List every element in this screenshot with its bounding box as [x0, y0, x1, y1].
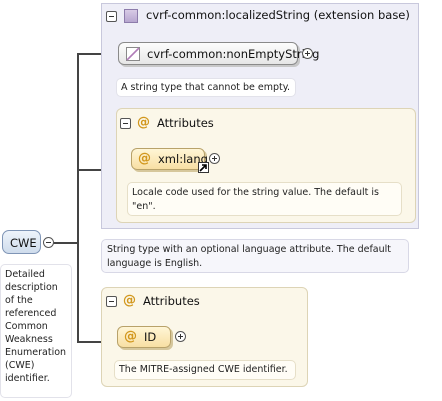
collapse-extension-button[interactable] — [106, 11, 117, 22]
id-attribute-name: ID — [144, 330, 157, 344]
connector-attributes — [77, 341, 119, 343]
attribute-icon: @ — [124, 329, 137, 344]
connector-ext-attributes — [77, 169, 119, 171]
xml-lang-name: xml:lang — [158, 152, 208, 166]
extension-description: String type with an optional language at… — [101, 239, 409, 273]
simple-type-icon — [126, 47, 140, 61]
base-type-name: cvrf-common:nonEmptyString — [147, 47, 320, 61]
attribute-icon: @ — [138, 151, 151, 166]
complex-type-icon — [124, 9, 138, 23]
arrow-icon — [199, 164, 207, 172]
base-type-description: A string type that cannot be empty. — [116, 78, 296, 97]
id-attribute[interactable]: @ ID — [117, 326, 171, 348]
external-link-icon[interactable] — [198, 162, 209, 173]
id-description: The MITRE-assigned CWE identifier. — [114, 360, 296, 380]
connector-trunk — [77, 53, 79, 343]
ext-attributes-label: Attributes — [157, 116, 214, 130]
attributes-icon: @ — [123, 293, 136, 308]
cwe-element-name: CWE — [10, 236, 37, 250]
collapse-ext-attributes-button[interactable] — [120, 118, 131, 129]
connector-root — [52, 242, 78, 244]
xml-lang-attribute[interactable]: @ xml:lang — [131, 148, 208, 170]
cwe-element[interactable]: CWE — [2, 230, 41, 254]
expand-xml-lang-button[interactable] — [209, 153, 220, 164]
expand-id-button[interactable] — [175, 331, 186, 342]
attributes-icon: @ — [137, 115, 150, 130]
collapse-cwe-button[interactable] — [43, 237, 54, 248]
extension-title: cvrf-common:localizedString (extension b… — [146, 8, 410, 22]
expand-base-type-button[interactable] — [302, 48, 313, 59]
collapse-attributes-button[interactable] — [106, 296, 117, 307]
connector-base-type — [77, 53, 119, 55]
attributes-label: Attributes — [143, 294, 200, 308]
cwe-description: Detailed description of the referenced C… — [0, 264, 72, 398]
base-type-element[interactable]: cvrf-common:nonEmptyString — [118, 42, 319, 65]
xml-lang-description: Locale code used for the string value. T… — [127, 182, 402, 216]
